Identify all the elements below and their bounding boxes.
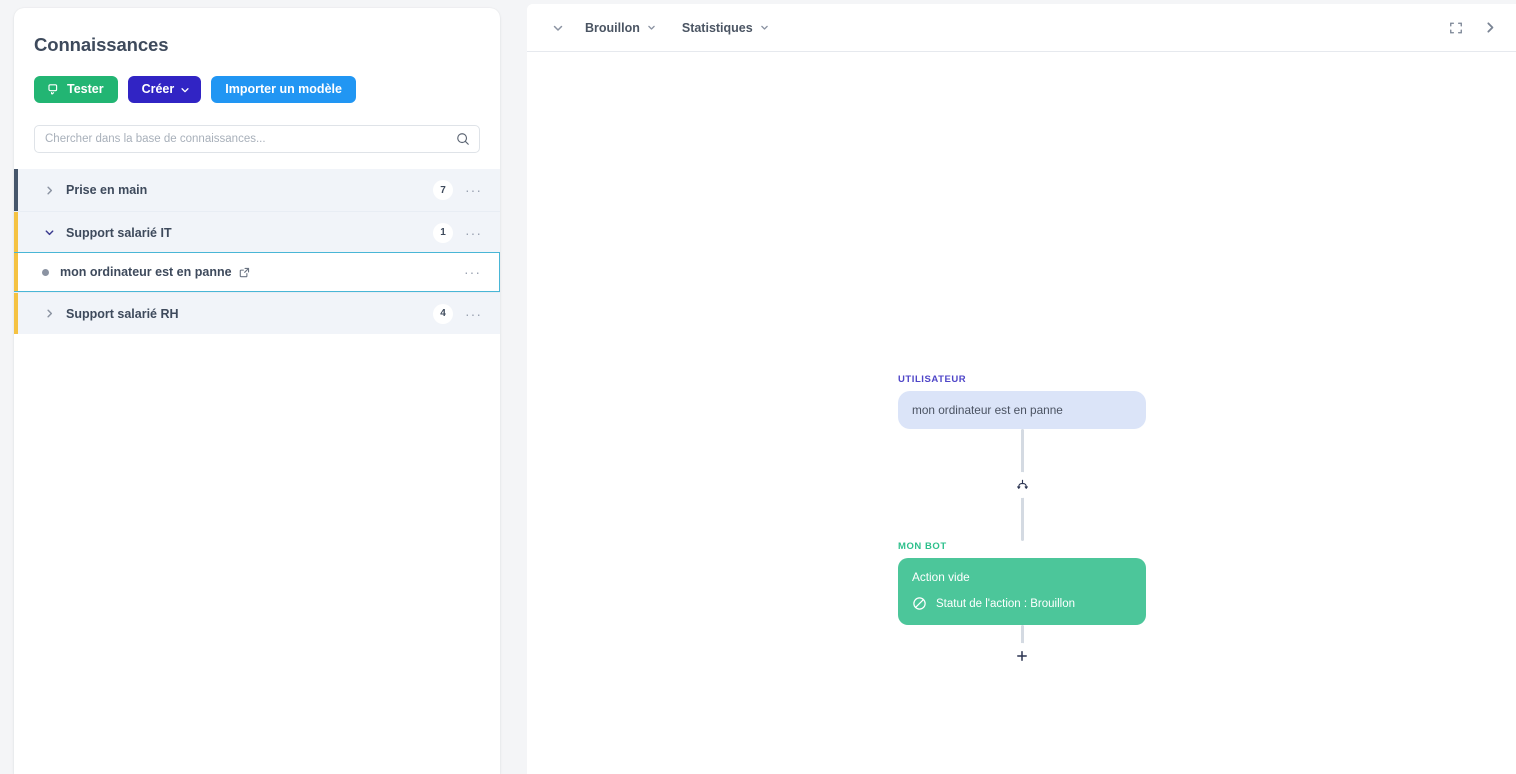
tab-brouillon[interactable]: Brouillon [585, 21, 656, 35]
tree-row-count: 7 [433, 180, 453, 200]
create-button[interactable]: Créer [127, 76, 202, 103]
canvas-toolbar: Brouillon Statistiques [527, 4, 1516, 52]
status-dot-icon [42, 268, 49, 276]
tree-row-label: mon ordinateur est en panne [60, 265, 232, 279]
sidebar-header: Connaissances Tester Créer [14, 8, 500, 103]
row-accent-bar [14, 253, 18, 291]
tab-statistiques[interactable]: Statistiques [682, 21, 769, 35]
collapse-chevron-down-icon[interactable] [551, 21, 565, 35]
tree-row[interactable]: Support salarié IT 1 ··· [14, 211, 500, 253]
search-input[interactable] [34, 125, 480, 153]
tree-row[interactable]: Support salarié RH 4 ··· [14, 292, 500, 334]
page-title: Connaissances [34, 34, 169, 55]
chevron-right-icon[interactable] [42, 183, 56, 197]
knowledge-sidebar-panel: Connaissances Tester Créer [14, 8, 500, 774]
chevron-right-icon[interactable] [42, 307, 56, 321]
connector-line [1021, 625, 1024, 656]
tree-row-label: Support salarié IT [66, 225, 172, 240]
row-accent-bar [14, 212, 18, 253]
search-container [34, 125, 480, 153]
knowledge-tree: Prise en main 7 ··· Support salarié IT 1… [14, 169, 500, 334]
bot-action-status-text: Statut de l'action : Brouillon [936, 597, 1075, 610]
no-entry-icon [912, 596, 927, 611]
branch-icon[interactable] [1009, 472, 1035, 499]
external-link-icon[interactable] [239, 267, 250, 278]
bot-node-caption: MON BOT [898, 541, 947, 553]
row-menu-button[interactable]: ··· [465, 224, 482, 241]
tree-row-selected[interactable]: mon ordinateur est en panne ··· [14, 252, 500, 292]
tree-row-count: 4 [433, 303, 453, 324]
user-message-text: mon ordinateur est en panne [912, 403, 1063, 417]
chevron-down-icon[interactable] [42, 226, 56, 240]
connector-bot-to-add [898, 625, 1146, 677]
row-menu-button[interactable]: ··· [465, 305, 482, 322]
import-template-button[interactable]: Importer un modèle [211, 76, 356, 103]
tree-row-label: Prise en main [66, 183, 148, 197]
tab-statistiques-label: Statistiques [681, 20, 753, 35]
flow-diagram: UTILISATEUR mon ordinateur est en panne [527, 52, 1516, 774]
row-menu-button[interactable]: ··· [465, 182, 482, 198]
bot-action-status-row: Statut de l'action : Brouillon [912, 596, 1132, 611]
row-accent-bar [14, 169, 18, 211]
tab-brouillon-label: Brouillon [585, 20, 640, 35]
fullscreen-icon[interactable] [1446, 18, 1466, 38]
plus-icon[interactable] [1009, 643, 1035, 670]
row-accent-bar [14, 293, 18, 334]
chevron-right-icon[interactable] [1480, 18, 1500, 38]
create-button-label: Créer [141, 82, 175, 97]
chevron-down-icon [647, 23, 656, 32]
user-node-caption: UTILISATEUR [898, 374, 967, 385]
bot-action-title: Action vide [912, 570, 970, 585]
bot-action-node[interactable]: Action vide Statut de l'action : Brouill… [898, 558, 1146, 626]
test-button[interactable]: Tester [34, 76, 118, 103]
flow-nodes: UTILISATEUR mon ordinateur est en panne [898, 374, 1150, 677]
test-button-label: Tester [67, 82, 104, 97]
tree-row-label: Support salarié RH [66, 306, 179, 321]
tree-row[interactable]: Prise en main 7 ··· [14, 169, 500, 211]
connector-user-to-bot [898, 429, 1146, 542]
chat-icon [48, 83, 61, 96]
import-template-button-label: Importer un modèle [225, 82, 342, 97]
row-menu-button[interactable]: ··· [464, 264, 481, 280]
action-button-row: Tester Créer Importer un modèle [34, 76, 480, 103]
chevron-down-icon [180, 85, 190, 95]
user-message-node[interactable]: mon ordinateur est en panne [898, 391, 1146, 430]
tree-row-count: 1 [433, 222, 453, 243]
chevron-down-icon [760, 23, 769, 32]
flow-canvas-panel: Brouillon Statistiques [527, 4, 1516, 774]
